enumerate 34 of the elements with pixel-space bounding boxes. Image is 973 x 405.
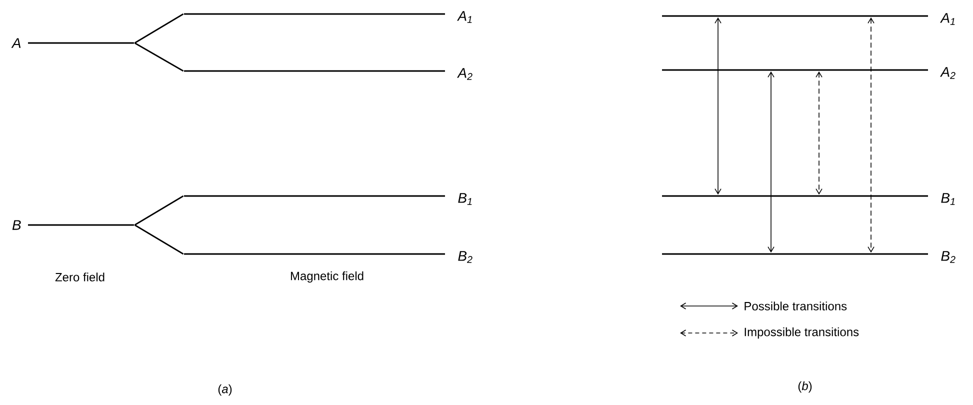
caption-text: (b): [798, 381, 812, 393]
splitting-line: [134, 195, 184, 226]
node-label: A$_{1}$: [940, 13, 955, 25]
node-label: B$_{1}$: [458, 193, 472, 205]
legend-text: Impossible transitions: [744, 327, 859, 339]
splitting-line: [134, 13, 184, 44]
transition-arrow: [868, 17, 874, 253]
caption-text: Zero field: [55, 272, 104, 282]
energy-level: A$_{2}$: [662, 67, 956, 79]
node-label: B$_{1}$: [941, 193, 955, 205]
energy-level: A: [11, 38, 134, 48]
caption-text: (a): [218, 384, 232, 396]
node-label: B$_{2}$: [941, 251, 956, 263]
energy-level: A$_{1}$: [184, 11, 472, 23]
transition-arrow: [714, 17, 722, 195]
node-label: A$_{2}$: [457, 68, 472, 80]
energy-level: A$_{1}$: [662, 13, 955, 25]
node-label: A: [11, 38, 21, 48]
caption-text: Magnetic field: [290, 271, 364, 283]
energy-level: B$_{1}$: [662, 193, 955, 205]
node-label: A$_{1}$: [457, 11, 472, 23]
node-label: B: [12, 220, 21, 230]
transition-arrow: [768, 71, 774, 253]
energy-level: B$_{2}$: [184, 251, 472, 263]
node-label: A$_{2}$: [940, 67, 956, 79]
legend-text: Possible transitions: [744, 302, 847, 310]
energy-level: B$_{2}$: [662, 251, 956, 263]
transition-arrow: [816, 71, 822, 195]
splitting-line: [134, 224, 184, 255]
energy-level: A$_{2}$: [184, 68, 472, 80]
node-label: B$_{2}$: [458, 251, 472, 263]
splitting-line: [134, 42, 184, 72]
energy-level: B$_{1}$: [184, 193, 472, 205]
energy-level: B: [12, 220, 134, 230]
